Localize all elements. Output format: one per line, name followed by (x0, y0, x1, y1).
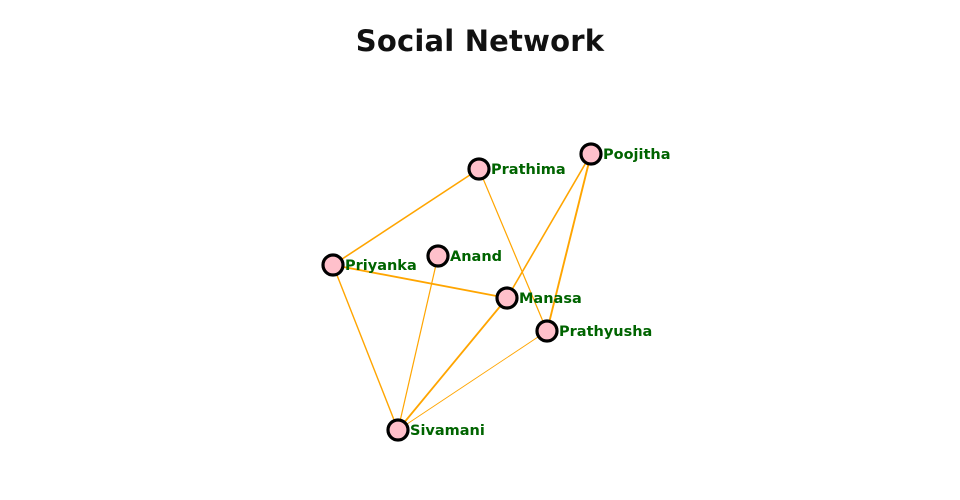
node-circle[interactable] (495, 286, 519, 310)
edge-prathyusha-sivamani (397, 330, 548, 431)
node-manasa[interactable]: Manasa (495, 286, 582, 310)
node-label: Sivamani (410, 423, 485, 439)
node-circle[interactable] (321, 253, 345, 277)
node-prathyusha[interactable]: Prathyusha (535, 319, 652, 343)
edge-poojitha-manasa (506, 153, 592, 299)
node-label: Poojitha (603, 147, 671, 163)
node-label: Prathyusha (559, 324, 652, 340)
node-prathima[interactable]: Prathima (467, 157, 566, 181)
edge-priyanka-manasa (332, 264, 508, 299)
diagram-title: Social Network (355, 24, 605, 58)
node-anand[interactable]: Anand (426, 244, 502, 268)
node-label: Prathima (491, 162, 566, 178)
edge-priyanka-sivamani (332, 264, 399, 431)
edge-poojitha-prathyusha (546, 153, 592, 332)
edges-layer (332, 153, 592, 431)
node-label: Priyanka (345, 258, 417, 274)
node-circle[interactable] (579, 142, 603, 166)
node-priyanka[interactable]: Priyanka (321, 253, 417, 277)
edge-anand-sivamani (397, 255, 439, 431)
node-circle[interactable] (386, 418, 410, 442)
edge-prathima-prathyusha (478, 168, 548, 332)
node-sivamani[interactable]: Sivamani (386, 418, 485, 442)
node-poojitha[interactable]: Poojitha (579, 142, 671, 166)
node-label: Anand (450, 249, 502, 265)
edge-manasa-sivamani (397, 297, 508, 431)
edge-priyanka-prathima (332, 168, 480, 266)
node-circle[interactable] (535, 319, 559, 343)
node-circle[interactable] (467, 157, 491, 181)
nodes-layer: Prathima PoojithaAnandPriyankaManasaPrath… (321, 142, 671, 442)
node-label: Manasa (519, 291, 582, 307)
node-circle[interactable] (426, 244, 450, 268)
